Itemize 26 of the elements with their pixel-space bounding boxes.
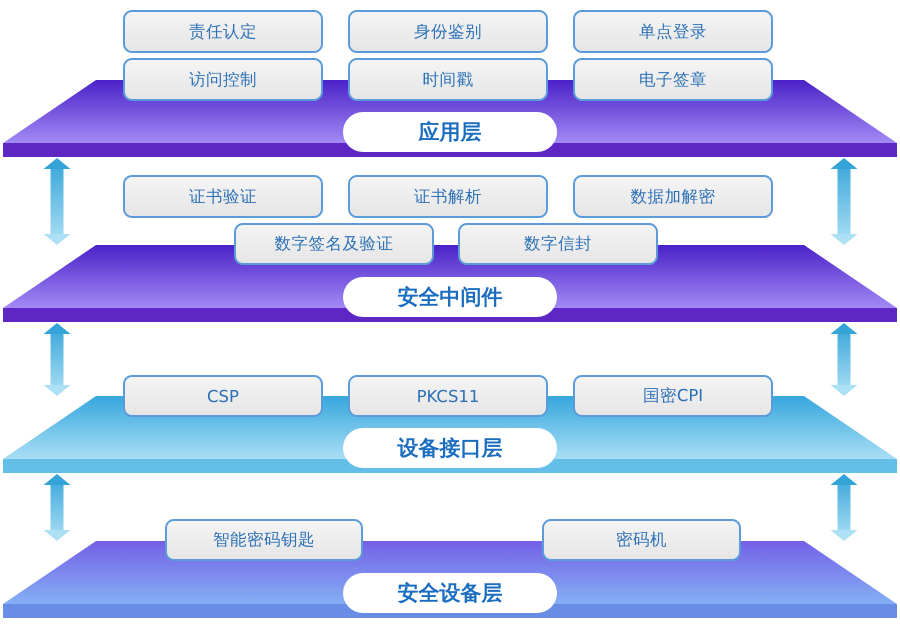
module-box: 身份鉴别	[348, 10, 548, 53]
module-box: 证书解析	[348, 175, 548, 218]
module-box: PKCS11	[348, 375, 548, 417]
module-box: CSP	[123, 375, 323, 417]
module-box: 单点登录	[573, 10, 773, 53]
module-box: 智能密码钥匙	[165, 519, 363, 561]
module-box: 数据加解密	[573, 175, 773, 218]
module-box: 国密CPI	[573, 375, 773, 417]
module-box: 时间戳	[348, 58, 548, 101]
double-arrow	[830, 474, 858, 541]
module-box: 证书验证	[123, 175, 323, 218]
double-arrow	[44, 474, 70, 541]
module-box: 数字信封	[458, 223, 658, 265]
module-box: 责任认定	[123, 10, 323, 53]
module-box: 访问控制	[123, 58, 323, 101]
double-arrow	[830, 158, 858, 245]
double-arrow	[44, 158, 70, 245]
double-arrow	[44, 323, 70, 396]
module-box: 密码机	[542, 519, 741, 561]
layer-label: 安全设备层	[343, 573, 557, 613]
module-box: 电子签章	[573, 58, 773, 101]
layer-label: 安全中间件	[343, 277, 557, 317]
layer-label: 应用层	[343, 112, 557, 152]
layer-label: 设备接口层	[343, 428, 557, 468]
module-box: 数字签名及验证	[234, 223, 434, 265]
double-arrow	[830, 323, 858, 396]
